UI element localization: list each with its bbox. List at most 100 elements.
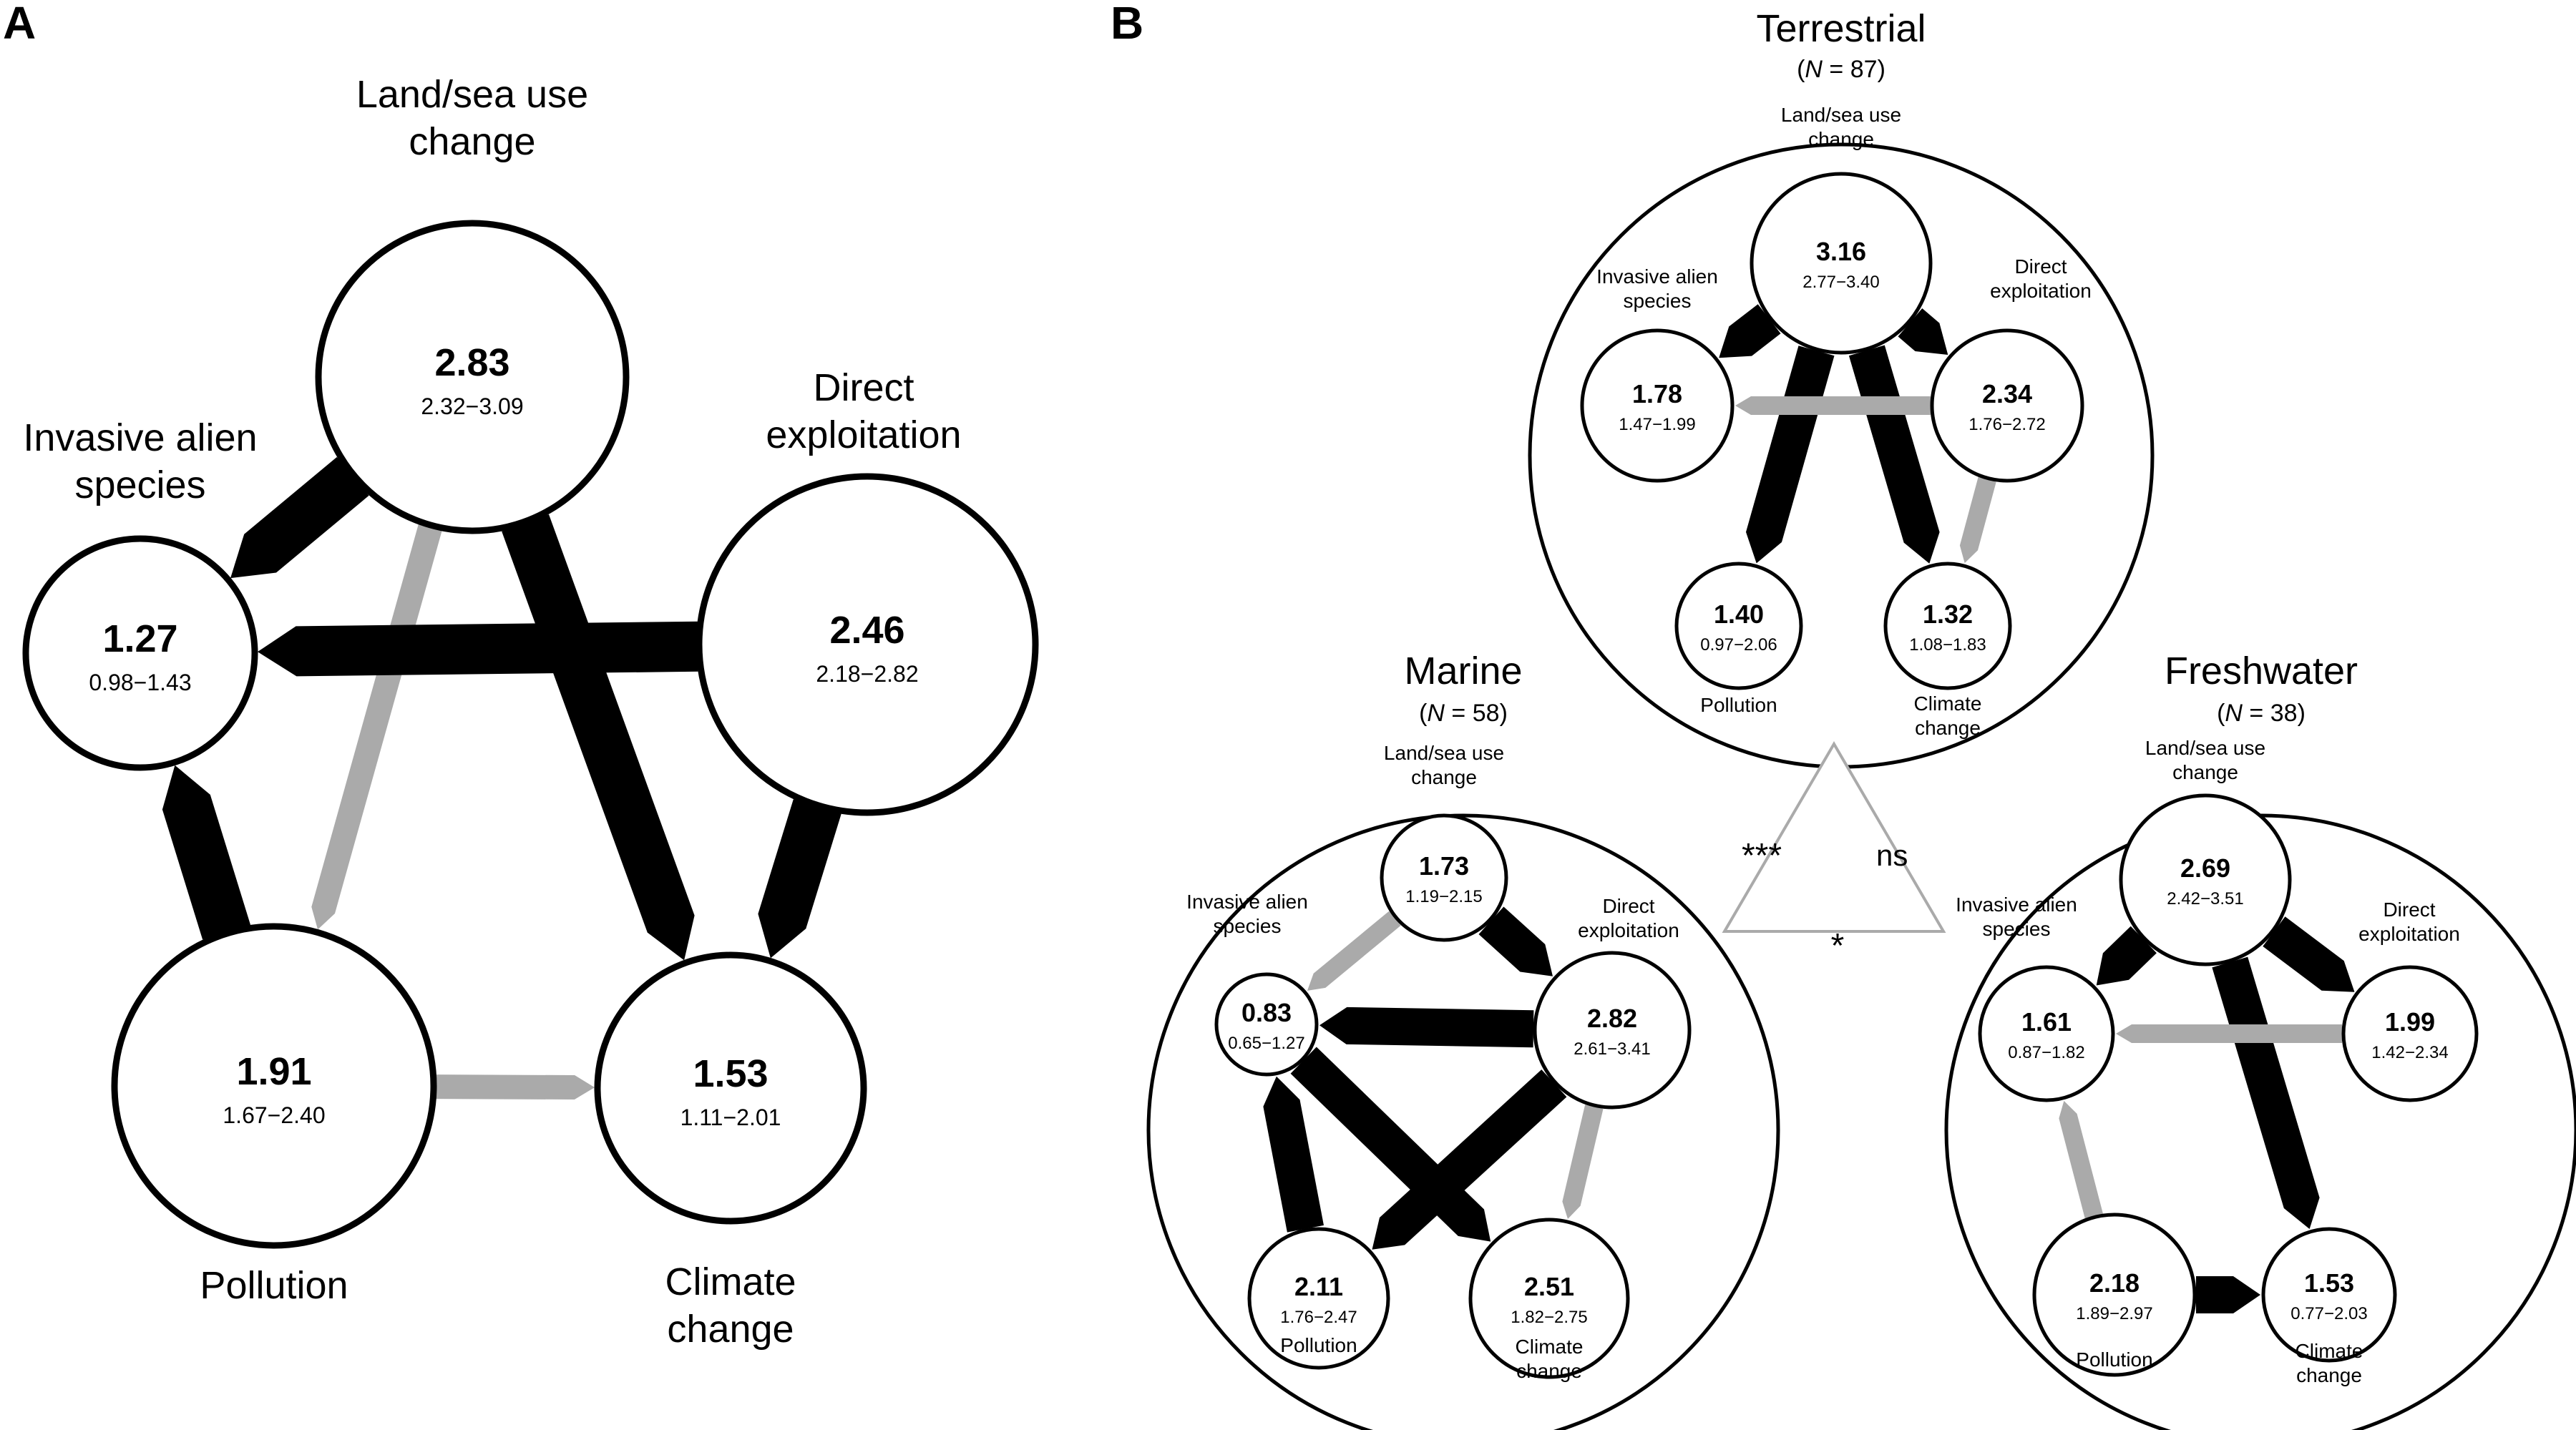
terrestrial-label-invasive-1: species: [1624, 290, 1692, 312]
freshwater-ci-land: 2.42−3.51: [2167, 889, 2243, 909]
freshwater-arrow-land-to-direct: [2263, 916, 2355, 992]
panel-a-value-invasive: 1.27: [102, 617, 177, 660]
marine-ci-climate: 1.82−2.75: [1511, 1308, 1587, 1327]
freshwater-n-value: = 38: [2243, 700, 2298, 727]
panel-a-label-invasive-0: Invasive alien: [23, 416, 257, 459]
terrestrial-label-pollution-0: Pollution: [1700, 694, 1777, 716]
terrestrial-node-invasive: [1580, 328, 1735, 483]
freshwater-label-invasive-0: Invasive alien: [1956, 893, 2077, 916]
terrestrial-label-climate-1: change: [1915, 717, 1981, 739]
panel-a-ci-invasive: 0.98−1.43: [89, 670, 191, 695]
marine-arrow-land-to-direct: [1478, 906, 1553, 976]
terrestrial-n: (N = 87): [1797, 56, 1885, 83]
marine-node-climate: [1468, 1218, 1630, 1379]
terrestrial-ci-climate: 1.08−1.83: [1909, 635, 1986, 655]
panel-b-letter: B: [1111, 0, 1143, 49]
freshwater-value-direct: 1.99: [2385, 1007, 2435, 1037]
freshwater-n-symbol: N: [2225, 700, 2243, 727]
significance-marine-freshwater: *: [1831, 927, 1845, 965]
marine-arrow-direct-to-invasive: [1319, 1007, 1534, 1048]
panel-a-label-land-1: change: [409, 120, 535, 163]
marine-realm-circle: [1146, 813, 1780, 1430]
significance-terrestrial-freshwater: ns: [1876, 838, 1908, 872]
panel-a-arrow-direct-to-climate: [758, 799, 841, 959]
marine-n: (N = 58): [1419, 700, 1508, 727]
panel-a-label-invasive-1: species: [74, 464, 205, 506]
panel-a-value-land: 2.83: [434, 341, 509, 384]
panel-a-arrow-pollution-to-climate: [434, 1074, 595, 1100]
freshwater-label-pollution-0: Pollution: [2076, 1348, 2152, 1371]
significance-terrestrial-marine: ***: [1742, 837, 1782, 875]
freshwater-value-pollution: 2.18: [2089, 1268, 2140, 1298]
terrestrial-value-climate: 1.32: [1923, 599, 1973, 629]
panel-a-node-invasive: [22, 535, 258, 771]
marine-arrow-land-to-invasive: [1307, 911, 1401, 991]
freshwater-label-land-0: Land/sea use: [2145, 737, 2265, 759]
panel-a-label-direct-0: Direct: [813, 366, 914, 409]
panel-a-node-pollution: [111, 923, 437, 1249]
marine-arrow-direct-to-pollution: [1372, 1069, 1567, 1250]
panel-a-arrow-land-to-invasive: [230, 456, 369, 579]
panel-a-value-pollution: 1.91: [236, 1050, 311, 1093]
freshwater-ci-direct: 1.42−2.34: [2371, 1043, 2448, 1062]
freshwater-node-pollution: [2032, 1213, 2197, 1377]
terrestrial-arrow-land-to-climate: [1848, 345, 1940, 564]
panel-b: Terrestrial (N = 87) Marine (N = 58) Fre…: [1146, 7, 2576, 1430]
marine-ci-land: 1.19−2.15: [1405, 887, 1482, 906]
panel-a-value-direct: 2.46: [829, 609, 904, 652]
marine-label-direct-0: Direct: [1602, 895, 1654, 917]
marine-node-invasive: [1214, 972, 1319, 1077]
freshwater-label-invasive-1: species: [1983, 918, 2051, 940]
freshwater-arrow-direct-to-invasive: [2116, 1024, 2342, 1043]
marine-value-direct: 2.82: [1587, 1004, 1637, 1033]
panel-a-value-climate: 1.53: [693, 1052, 768, 1095]
marine-n-symbol: N: [1427, 700, 1445, 727]
panel-a-label-direct-1: exploitation: [766, 413, 961, 456]
panel-a-arrow-direct-to-invasive: [258, 621, 698, 677]
freshwater-ci-invasive: 0.87−1.82: [2008, 1043, 2084, 1062]
panel-a-node-direct: [696, 473, 1039, 816]
terrestrial-node-climate: [1883, 562, 2012, 690]
panel-a-ci-climate: 1.11−2.01: [680, 1105, 781, 1130]
freshwater-label-land-1: change: [2172, 761, 2238, 783]
panel-a-label-pollution-0: Pollution: [200, 1264, 348, 1307]
terrestrial-value-invasive: 1.78: [1632, 379, 1682, 408]
freshwater-label-direct-1: exploitation: [2358, 923, 2460, 945]
marine-label-climate-0: Climate: [1516, 1336, 1584, 1358]
freshwater-title: Freshwater: [2165, 650, 2358, 692]
freshwater-node-climate: [2261, 1227, 2397, 1363]
panel-a-node-climate: [594, 951, 867, 1225]
panel-a-ci-direct: 2.18−2.82: [816, 661, 918, 687]
marine-label-land-1: change: [1411, 766, 1477, 788]
freshwater-arrow-pollution-to-climate: [2196, 1276, 2260, 1313]
panel-a-arrow-land-to-pollution: [311, 523, 442, 930]
terrestrial-ci-pollution: 0.97−2.06: [1700, 635, 1777, 655]
terrestrial-n-symbol: N: [1805, 56, 1823, 83]
marine-ci-invasive: 0.65−1.27: [1228, 1034, 1304, 1053]
marine-value-climate: 2.51: [1524, 1272, 1574, 1301]
marine-value-invasive: 0.83: [1241, 998, 1292, 1027]
terrestrial-label-direct-0: Direct: [2014, 255, 2067, 278]
terrestrial-arrow-land-to-direct: [1898, 308, 1948, 355]
freshwater-label-climate-1: change: [2296, 1364, 2362, 1386]
terrestrial-label-invasive-0: Invasive alien: [1596, 265, 1718, 288]
terrestrial-label-climate-0: Climate: [1914, 692, 1982, 715]
terrestrial-value-direct: 2.34: [1982, 379, 2032, 408]
terrestrial-arrow-direct-to-invasive: [1735, 396, 1931, 415]
marine-label-climate-1: change: [1516, 1360, 1582, 1382]
panel-a-label-land-0: Land/sea use: [356, 73, 588, 116]
panel-a-arrow-land-to-climate: [502, 514, 695, 961]
terrestrial-n-value: = 87: [1823, 56, 1878, 83]
freshwater-arrow-pollution-to-invasive: [2059, 1100, 2103, 1218]
terrestrial-arrow-direct-to-climate: [1959, 476, 1996, 564]
terrestrial-node-land: [1750, 172, 1933, 355]
freshwater-value-land: 2.69: [2180, 853, 2230, 883]
terrestrial-label-land-0: Land/sea use: [1781, 104, 1901, 126]
marine-label-direct-1: exploitation: [1578, 919, 1679, 941]
marine-arrow-direct-to-climate: [1562, 1105, 1604, 1219]
terrestrial-ci-direct: 1.76−2.72: [1968, 415, 2045, 434]
panel-a-node-land: [315, 220, 630, 534]
freshwater-node-land: [2119, 793, 2292, 966]
marine-value-land: 1.73: [1419, 851, 1469, 881]
